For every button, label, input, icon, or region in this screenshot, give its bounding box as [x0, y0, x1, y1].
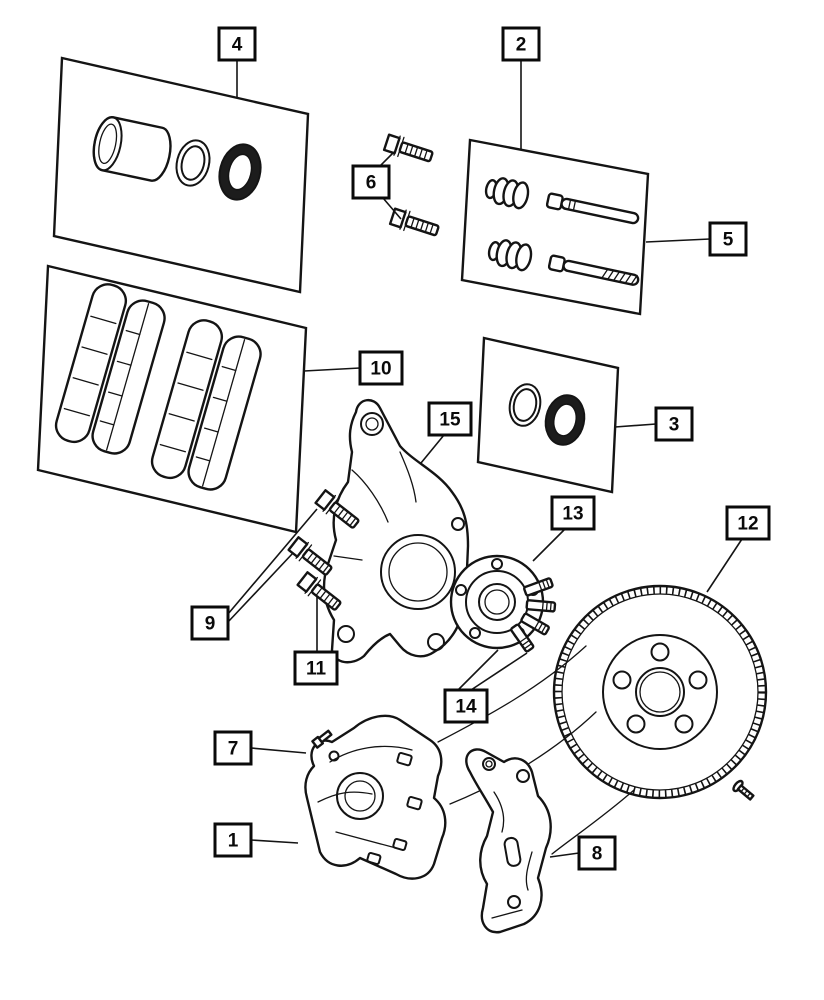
- bleeder-screw-drawing: [311, 729, 333, 749]
- leader-line-5: [645, 238, 711, 243]
- seal-kit-panel: [476, 336, 620, 494]
- callout-4[interactable]: 4: [217, 26, 257, 62]
- callout-7-label: 7: [228, 739, 239, 760]
- callout-9-label: 9: [205, 614, 216, 635]
- leader-line-12: [706, 538, 743, 593]
- brake-pads-panel: [36, 264, 308, 534]
- callout-9[interactable]: 9: [190, 605, 230, 641]
- leader-line-10: [303, 367, 361, 372]
- brake-rotor-drawing: [552, 584, 768, 801]
- caliper-piston-drawing: [92, 116, 172, 182]
- callout-3[interactable]: 3: [654, 406, 694, 442]
- callout-10-box[interactable]: [358, 350, 404, 386]
- brake-caliper-drawing: [304, 714, 447, 880]
- callout-2-box[interactable]: [501, 26, 541, 62]
- leader-line-1: [250, 839, 299, 844]
- leader-line-6a: [379, 151, 395, 167]
- callout-2-label: 2: [516, 35, 527, 56]
- callout-8-label: 8: [592, 844, 603, 865]
- guide-pin-kit-panel: [460, 138, 650, 316]
- callout-9-box[interactable]: [190, 605, 230, 641]
- callout-10-label: 10: [370, 359, 391, 380]
- callout-13-box[interactable]: [550, 495, 596, 531]
- callout-13[interactable]: 13: [550, 495, 596, 531]
- leader-line-8: [549, 852, 580, 858]
- leader-line-7: [250, 747, 307, 754]
- flange-bolt-drawing: [388, 207, 440, 237]
- steering-knuckle-drawing: [322, 399, 470, 664]
- leader-line-13: [532, 528, 566, 562]
- caliper-adapter-bracket-drawing: [465, 748, 552, 934]
- leader-line-14b: [470, 652, 528, 691]
- callout-15[interactable]: 15: [427, 401, 473, 437]
- leader-line-15: [420, 434, 445, 464]
- callout-5[interactable]: 5: [708, 221, 748, 257]
- callout-11[interactable]: 11: [293, 650, 339, 686]
- flange-bolt-drawing: [382, 133, 434, 163]
- callout-14-label: 14: [455, 697, 477, 718]
- rotor-set-screw-drawing: [732, 779, 755, 801]
- wheel-stud-drawing: [510, 623, 535, 653]
- callout-15-label: 15: [439, 410, 461, 431]
- flange-bolt-drawing: [287, 536, 333, 576]
- leader-line-3: [614, 423, 657, 428]
- callout-7-box[interactable]: [213, 730, 253, 766]
- leader-line-9a: [227, 508, 318, 615]
- brake-pad-set-right-drawing: [150, 319, 262, 491]
- callout-12-label: 12: [737, 514, 758, 535]
- flange-bolt-drawing: [296, 571, 342, 611]
- callout-4-box[interactable]: [217, 26, 257, 62]
- callout-1-label: 1: [228, 831, 239, 852]
- callout-4-label: 4: [232, 35, 243, 56]
- wheel-stud-drawing: [523, 577, 554, 597]
- callout-5-label: 5: [723, 230, 734, 251]
- wheel-stud-drawing: [525, 599, 557, 613]
- seal-ring-drawing: [508, 383, 542, 427]
- callout-6-label: 6: [366, 173, 377, 194]
- leader-line-9b: [227, 552, 294, 623]
- knuckle-bolts-drawing: [287, 489, 360, 611]
- wheel-stud-drawing: [520, 612, 550, 636]
- callout-14-box[interactable]: [443, 688, 489, 724]
- guide-pin-drawing: [545, 192, 640, 225]
- kit-panel-outline: [52, 56, 310, 294]
- brake-pad-set-left-drawing: [54, 283, 166, 455]
- caliper-bolts-drawing: [382, 133, 440, 237]
- callout-15-box[interactable]: [427, 401, 473, 437]
- callout-11-label: 11: [306, 659, 327, 680]
- callout-12-box[interactable]: [725, 505, 771, 541]
- callout-7[interactable]: 7: [213, 730, 253, 766]
- leader-lines: [227, 60, 743, 858]
- callouts: 4 2 6 5 10 3 15 13: [190, 26, 771, 871]
- callout-5-box[interactable]: [708, 221, 748, 257]
- piston-boot-seal-drawing: [218, 143, 262, 201]
- callout-14[interactable]: 14: [443, 688, 489, 724]
- callout-6-box[interactable]: [351, 164, 391, 200]
- kit-panel-outline: [460, 138, 650, 316]
- callout-1[interactable]: 1: [213, 822, 253, 858]
- callout-2[interactable]: 2: [501, 26, 541, 62]
- boot-seal-dark-drawing: [544, 394, 586, 446]
- guide-pin-boot-drawing: [487, 239, 533, 272]
- flange-bolt-drawing: [314, 489, 360, 529]
- callout-10[interactable]: 10: [358, 350, 404, 386]
- callout-12[interactable]: 12: [725, 505, 771, 541]
- callout-11-box[interactable]: [293, 650, 339, 686]
- callout-1-box[interactable]: [213, 822, 253, 858]
- callout-13-label: 13: [562, 504, 583, 525]
- hub-bearing-drawing: [449, 554, 557, 653]
- leader-line-14a: [457, 649, 499, 691]
- guide-pin-splined-drawing: [547, 254, 640, 286]
- guide-pin-boot-drawing: [484, 177, 530, 210]
- callout-3-box[interactable]: [654, 406, 694, 442]
- callout-8-box[interactable]: [577, 835, 617, 871]
- caliper-piston-kit-panel: [52, 56, 310, 294]
- leader-line-6b: [382, 197, 402, 220]
- piston-seal-ring-drawing: [175, 139, 211, 187]
- callout-8[interactable]: 8: [577, 835, 617, 871]
- callout-6[interactable]: 6: [351, 164, 391, 200]
- callout-3-label: 3: [669, 415, 680, 436]
